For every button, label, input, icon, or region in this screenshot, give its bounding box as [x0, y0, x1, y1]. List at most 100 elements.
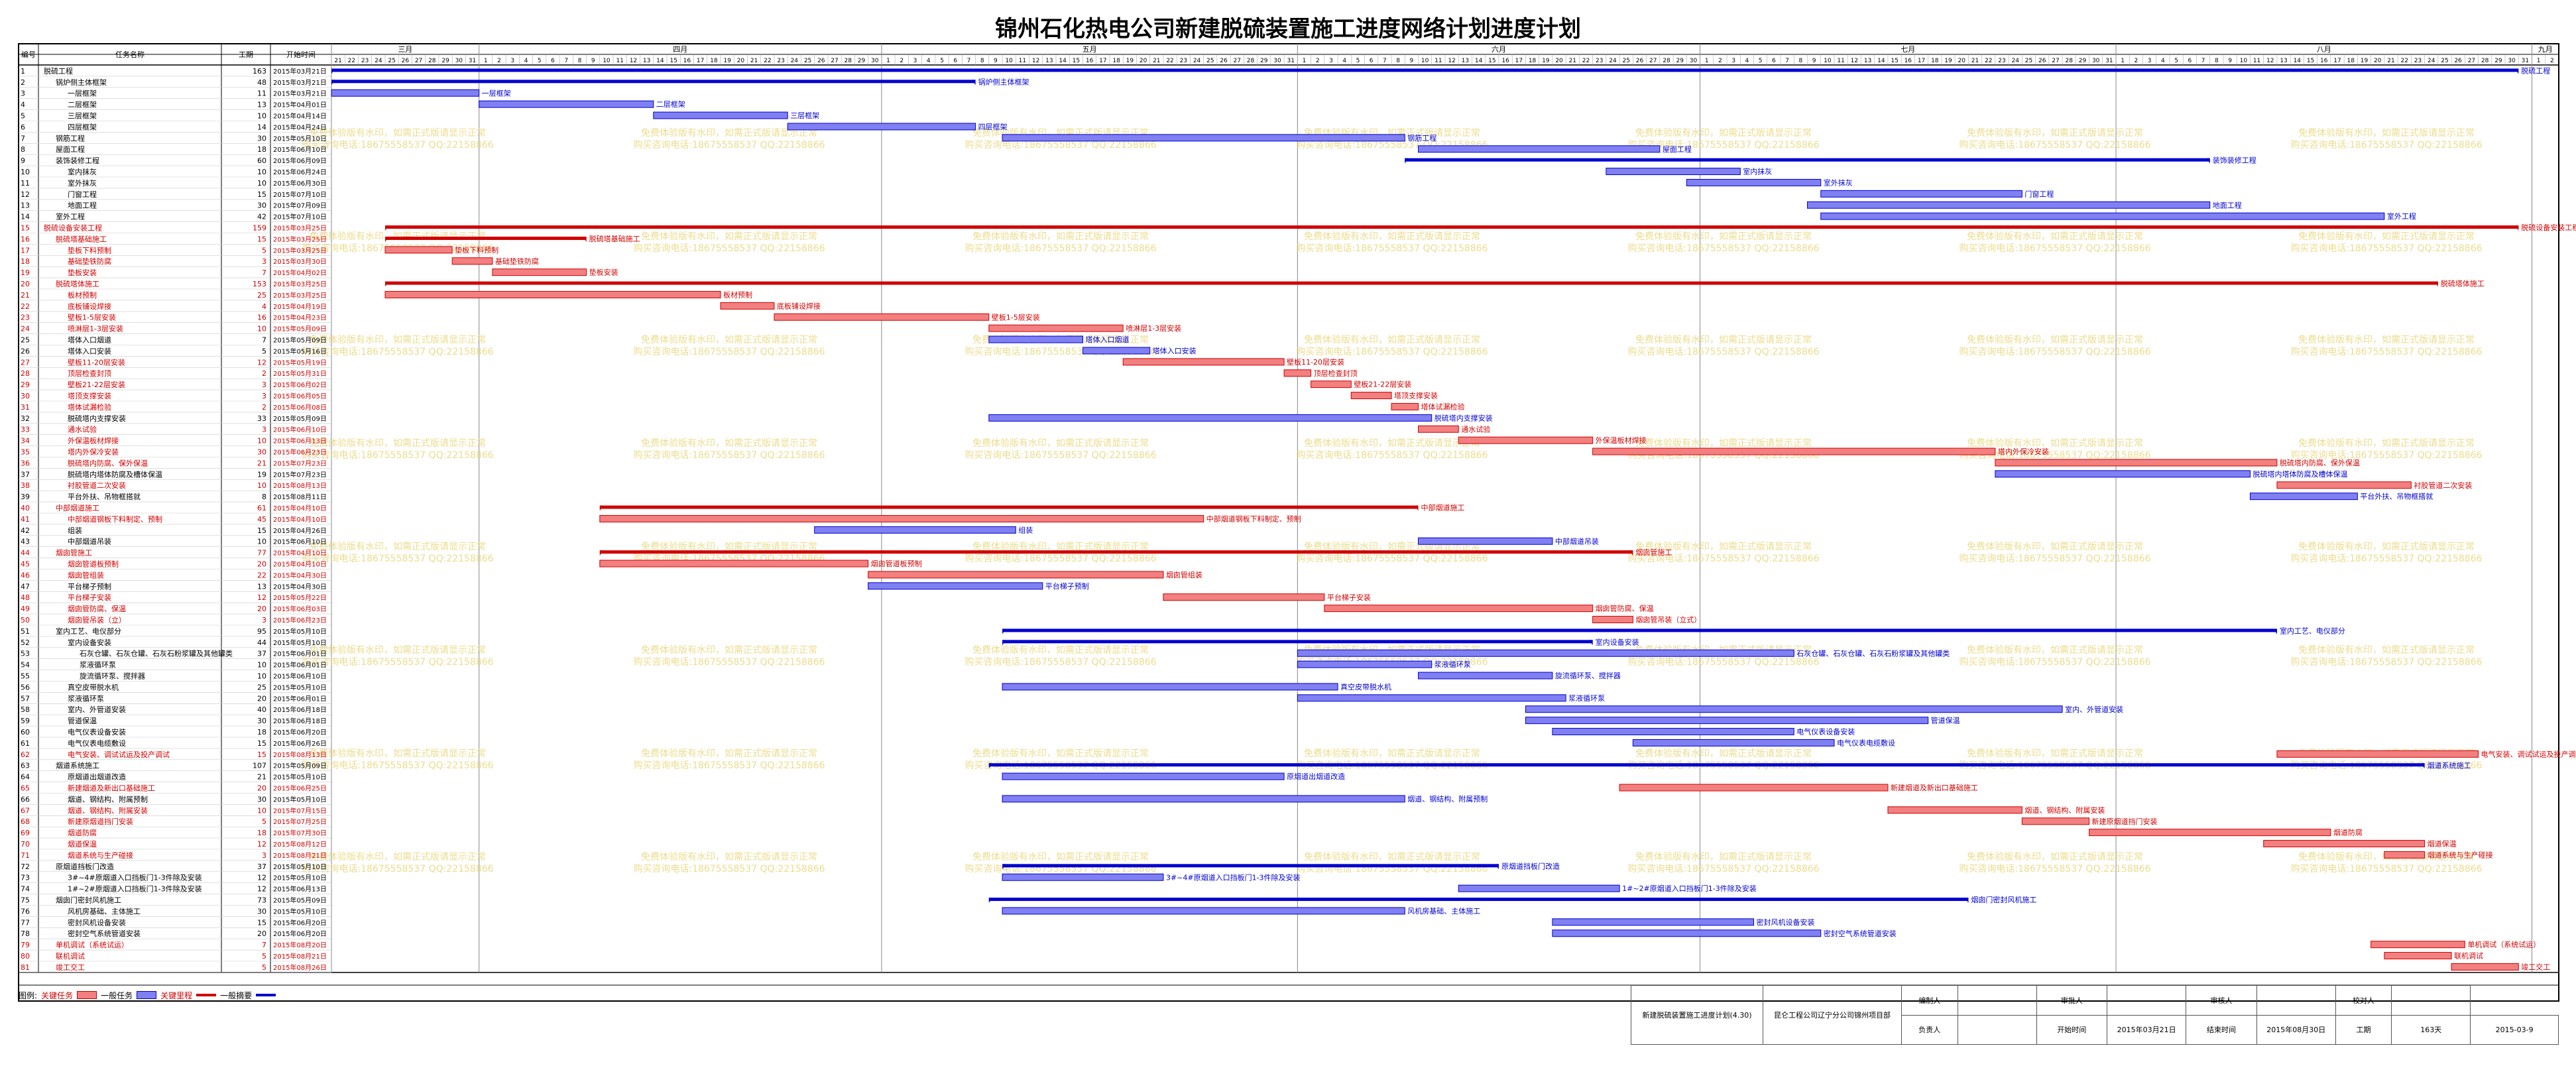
row-duration: 10 — [257, 806, 266, 815]
task-bar-label: 烟囱管防腐、保温 — [1596, 604, 1654, 613]
day-label: 26 — [402, 58, 410, 64]
day-label: 14 — [656, 58, 664, 64]
watermark-line-1: 免费体验版有水印，如需正式版请显示正常 — [1635, 438, 1812, 449]
legend-normal-summary-swatch — [256, 994, 276, 996]
row-name: 钢筋工程 — [56, 133, 85, 143]
row-start: 2015年06月08日 — [273, 403, 327, 412]
task-bar-label: 通水试验 — [1461, 424, 1490, 434]
row-duration: 30 — [257, 717, 266, 725]
row-name: 锅炉侧主体框架 — [56, 78, 107, 87]
row-duration: 25 — [257, 291, 266, 300]
day-label: 31 — [2105, 58, 2113, 64]
watermark-line-1: 免费体验版有水印，如需正式版请显示正常 — [1967, 335, 2143, 345]
row-duration: 21 — [257, 773, 266, 782]
task-bar — [1002, 683, 1338, 691]
row-name: 旋流循环泵、搅拌器 — [80, 672, 145, 681]
watermark-line-1: 免费体验版有水印，如需正式版请显示正常 — [310, 748, 486, 759]
row-id: 7 — [21, 134, 25, 143]
row-name: 室内、外管道安装 — [68, 705, 126, 714]
day-label: 17 — [2333, 58, 2341, 64]
day-label: 12 — [1448, 58, 1455, 64]
day-label: 17 — [1515, 58, 1523, 64]
watermark-line-2: 购买咨询电话:18675558537 QQ:22158866 — [2290, 347, 2482, 357]
day-label: 18 — [710, 58, 718, 64]
row-start: 2015年04月19日 — [273, 302, 327, 311]
day-label: 4 — [927, 58, 931, 64]
task-bar — [1525, 705, 2063, 713]
watermark-line-1: 免费体验版有水印，如需正式版请显示正常 — [641, 438, 817, 449]
row-id: 14 — [21, 213, 30, 221]
footer-maker-label: 编制人 — [1901, 985, 1958, 1016]
task-bar — [2384, 952, 2452, 960]
task-bar-label: 室内、外管道安装 — [2065, 705, 2123, 714]
task-bar-label: 二层框架 — [656, 100, 685, 109]
task-bar-label: 脱硫塔内防腐、保外保温 — [2280, 458, 2360, 467]
row-name: 烟囱门密封风机施工 — [56, 896, 121, 905]
row-start: 2015年08月12日 — [273, 840, 327, 849]
task-bar — [1995, 470, 2251, 478]
task-bar — [384, 290, 721, 298]
footer-owner-label: 负责人 — [1901, 1014, 1958, 1045]
watermark-line-2: 购买咨询电话:18675558537 QQ:22158866 — [633, 140, 825, 150]
day-label: 8 — [980, 58, 984, 64]
row-id: 51 — [21, 627, 30, 636]
day-label: 18 — [2347, 58, 2355, 64]
row-duration: 14 — [257, 123, 266, 131]
row-name: 二层框架 — [68, 101, 97, 109]
day-label: 4 — [1342, 58, 1346, 64]
column-header-start: 开始时间 — [286, 50, 316, 59]
task-bar-label: 基础垫铁防腐 — [495, 257, 539, 266]
day-label: 3 — [913, 58, 917, 64]
row-start: 2015年04月14日 — [273, 112, 327, 121]
day-label: 14 — [2294, 58, 2302, 64]
watermark-line-1: 免费体验版有水印，如需正式版请显示正常 — [1304, 438, 1480, 449]
day-label: 4 — [1745, 58, 1749, 64]
row-id: 74 — [21, 885, 30, 894]
task-bar-label: 平台梯子安装 — [1327, 593, 1371, 602]
summary-bar-start-cap — [599, 550, 603, 556]
row-start: 2015年05月09日 — [273, 325, 327, 333]
row-start: 2015年05月16日 — [273, 347, 327, 355]
row-start: 2015年07月23日 — [273, 470, 327, 479]
day-label: 23 — [361, 58, 369, 64]
watermark-line-2: 购买咨询电话:18675558537 QQ:22158866 — [1959, 554, 2150, 564]
task-bar-label: 联机调试 — [2454, 951, 2483, 961]
row-duration: 42 — [257, 213, 266, 221]
row-name: 基础垫铁防腐 — [68, 257, 111, 266]
row-id: 9 — [21, 156, 25, 165]
legend-normal-label: 一般任务 — [101, 990, 133, 1000]
summary-bar-start-cap — [384, 236, 388, 242]
row-duration: 48 — [257, 78, 266, 87]
watermark-line-2: 购买咨询电话:18675558537 QQ:22158866 — [1627, 864, 1819, 874]
task-bar — [1552, 918, 1755, 926]
day-label: 30 — [1273, 58, 1281, 64]
task-bar-label: 真空皮带脱水机 — [1340, 682, 1391, 691]
day-label: 1 — [1705, 58, 1709, 64]
row-start: 2015年03月21日 — [273, 89, 327, 98]
row-start: 2015年08月20日 — [273, 941, 327, 949]
day-label: 28 — [1247, 58, 1255, 64]
day-label: 5 — [538, 58, 542, 64]
task-bar-label: 脱硫塔基础施工 — [589, 234, 640, 243]
watermark-line-1: 免费体验版有水印，如需正式版请显示正常 — [641, 128, 817, 139]
row-duration: 20 — [257, 560, 266, 569]
task-bar-label: 一层框架 — [482, 89, 511, 97]
row-id: 8 — [21, 145, 25, 154]
watermark-line-2: 购买咨询电话:18675558537 QQ:22158866 — [2290, 450, 2482, 461]
footer-end-label: 结束时间 — [2186, 1014, 2257, 1045]
task-bar-label: 石灰仓罐、石灰仓罐、石灰石粉浆罐及其他罐类 — [1796, 648, 1950, 658]
row-duration: 5 — [262, 817, 266, 826]
row-id: 72 — [21, 862, 30, 871]
day-label: 22 — [2401, 58, 2408, 64]
row-duration: 77 — [257, 549, 266, 558]
row-duration: 15 — [257, 750, 266, 759]
row-start: 2015年05月10日 — [273, 874, 327, 882]
row-id: 42 — [21, 526, 30, 535]
row-id: 3 — [21, 89, 25, 98]
day-label: 20 — [1958, 58, 1966, 64]
day-label: 19 — [1944, 58, 1952, 64]
task-bar-label: 中部烟道钢板下料制定、预制 — [1206, 514, 1301, 523]
watermark-line-1: 免费体验版有水印，如需正式版请显示正常 — [2298, 645, 2475, 656]
row-name: 1#~2#原烟道入口挡板门1-3件除及安装 — [68, 884, 202, 894]
footer-checker-label: 审批人 — [2036, 985, 2108, 1016]
